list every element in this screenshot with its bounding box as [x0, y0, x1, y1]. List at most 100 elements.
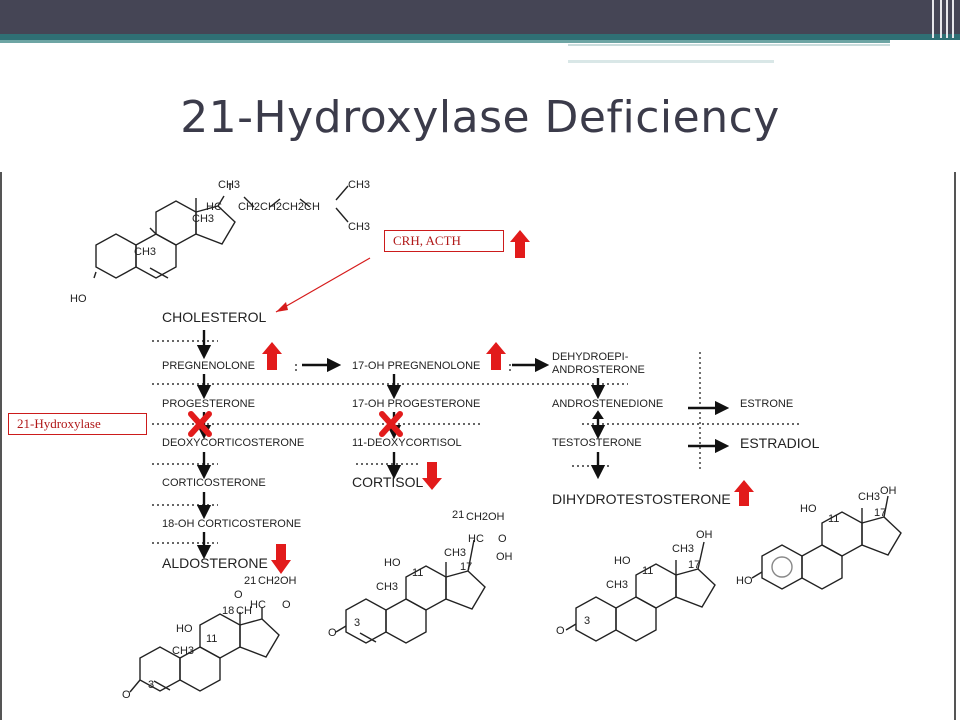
diagram-frame	[0, 172, 956, 720]
crh-pointer-line	[275, 257, 371, 313]
cortisol-structure	[335, 539, 486, 644]
18oh-corticosterone-label: 18-OH CORTICOSTERONE	[162, 518, 301, 530]
svg-text:CH3: CH3	[376, 581, 398, 593]
svg-text:HO: HO	[800, 503, 817, 515]
block-x-icon	[379, 411, 403, 437]
crh-acth-box: CRH, ACTH	[384, 230, 504, 252]
svg-text:O: O	[122, 689, 131, 701]
svg-text:HC: HC	[250, 599, 266, 611]
enzyme-box: 21-Hydroxylase	[8, 413, 147, 435]
svg-text:3: 3	[148, 679, 154, 691]
svg-text:CH: CH	[236, 605, 252, 617]
svg-text:21: 21	[244, 575, 256, 587]
aldosterone-labels: 21 CH2OH O 18 CH HC O HO 11 CH3 O 3	[122, 575, 297, 701]
pathway-arrows	[196, 330, 730, 560]
svg-text:CH2CH2CH2CH: CH2CH2CH2CH	[238, 201, 320, 213]
header-stripe	[932, 0, 934, 38]
svg-text:O: O	[556, 625, 565, 637]
block-x-icon	[188, 411, 212, 437]
estradiol-label: ESTRADIOL	[740, 435, 820, 451]
svg-text:OH: OH	[696, 529, 713, 541]
cholesterol-structure	[93, 183, 349, 279]
svg-text:CH3: CH3	[348, 179, 370, 191]
androstenedione-label: ANDROSTENEDIONE	[552, 398, 663, 410]
deoxycorticosterone-label: DEOXYCORTICOSTERONE	[162, 437, 304, 449]
17oh-pregnenolone-label: 17-OH PREGNENOLONE	[352, 360, 480, 372]
cholesterol-label: CHOLESTEROL	[162, 309, 266, 325]
header-bar	[0, 0, 960, 40]
up-arrow-icon	[262, 342, 282, 370]
svg-text:CH3: CH3	[134, 246, 156, 258]
dht-labels: OH HO CH3 11 17 CH3 O 3	[556, 529, 713, 637]
header-stripe	[946, 0, 948, 38]
slide-title: 21-Hydroxylase Deficiency	[180, 92, 780, 143]
estradiol-labels: OH HO CH3 11 17 HO	[736, 485, 897, 587]
svg-text:CH3: CH3	[606, 579, 628, 591]
svg-text:17: 17	[688, 559, 700, 571]
estrone-label: ESTRONE	[740, 398, 793, 410]
cortisol-labels: 21 CH2OH HC O OH HO CH3 11 17 CH3 O 3	[328, 509, 513, 639]
svg-text:CH3: CH3	[218, 179, 240, 191]
aldosterone-label: ALDOSTERONE	[162, 555, 268, 571]
svg-text:HO: HO	[736, 575, 753, 587]
svg-text:HC: HC	[206, 201, 222, 213]
svg-text:O: O	[282, 599, 291, 611]
11-deoxycortisol-label: 11-DEOXYCORTISOL	[352, 437, 462, 449]
svg-text:CH3: CH3	[192, 213, 214, 225]
svg-text:18: 18	[222, 605, 234, 617]
dhea-label-2: ANDROSTERONE	[552, 364, 645, 376]
svg-text:O: O	[328, 627, 337, 639]
estradiol-structure	[751, 495, 902, 590]
svg-text:3: 3	[354, 617, 360, 629]
up-arrow-icon	[486, 342, 506, 370]
down-arrow-icon	[422, 462, 442, 490]
17oh-progesterone-label: 17-OH PROGESTERONE	[352, 398, 480, 410]
svg-text:HO: HO	[614, 555, 631, 567]
accent-line	[568, 60, 774, 63]
svg-text:HO: HO	[384, 557, 401, 569]
svg-text:CH3: CH3	[348, 221, 370, 233]
block-marks	[188, 411, 403, 437]
svg-text:3: 3	[584, 615, 590, 627]
up-arrow-icon	[734, 480, 754, 506]
header-stripe	[952, 0, 954, 38]
svg-text:CH2OH: CH2OH	[466, 511, 505, 523]
aldosterone-structure	[129, 608, 280, 693]
red-indicator-arrows	[262, 230, 754, 574]
svg-text:O: O	[498, 533, 507, 545]
header-stripe	[940, 0, 942, 38]
pregnenolone-label: PREGNENOLONE	[162, 360, 255, 372]
svg-text:11: 11	[828, 513, 839, 525]
dhea-label-1: DEHYDROEPI-	[552, 351, 629, 363]
svg-text:11: 11	[642, 565, 653, 577]
svg-text:HC: HC	[468, 533, 484, 545]
up-arrow-icon	[510, 230, 530, 258]
svg-text:11: 11	[412, 567, 423, 579]
svg-text:CH2OH: CH2OH	[258, 575, 297, 587]
svg-text:O: O	[234, 589, 243, 601]
svg-text:CH3: CH3	[858, 491, 880, 503]
cortisol-label: CORTISOL	[352, 474, 424, 490]
svg-text:17: 17	[460, 561, 472, 573]
svg-text:OH: OH	[880, 485, 897, 497]
svg-text:21: 21	[452, 509, 464, 521]
svg-text:11: 11	[206, 633, 217, 645]
testosterone-label: TESTOSTERONE	[552, 437, 642, 449]
svg-text:CH3: CH3	[672, 543, 694, 555]
accent-line	[568, 44, 890, 46]
progesterone-label: PROGESTERONE	[162, 398, 255, 410]
crh-pointer-head	[276, 302, 288, 312]
down-arrow-icon	[271, 544, 291, 574]
svg-text:CH3: CH3	[172, 645, 194, 657]
svg-text:HO: HO	[70, 293, 87, 305]
dht-structure	[565, 541, 716, 642]
svg-text:OH: OH	[496, 551, 513, 563]
svg-text:CH3: CH3	[444, 547, 466, 559]
header-teal-band	[0, 34, 960, 40]
svg-text:HO: HO	[176, 623, 193, 635]
corticosterone-label: CORTICOSTERONE	[162, 477, 266, 489]
dht-label: DIHYDROTESTOSTERONE	[552, 491, 731, 507]
cholesterol-labels: CH3 HC CH2CH2CH2CH CH3 CH3 CH3 CH3 HO	[70, 179, 370, 305]
svg-text:17: 17	[874, 507, 886, 519]
